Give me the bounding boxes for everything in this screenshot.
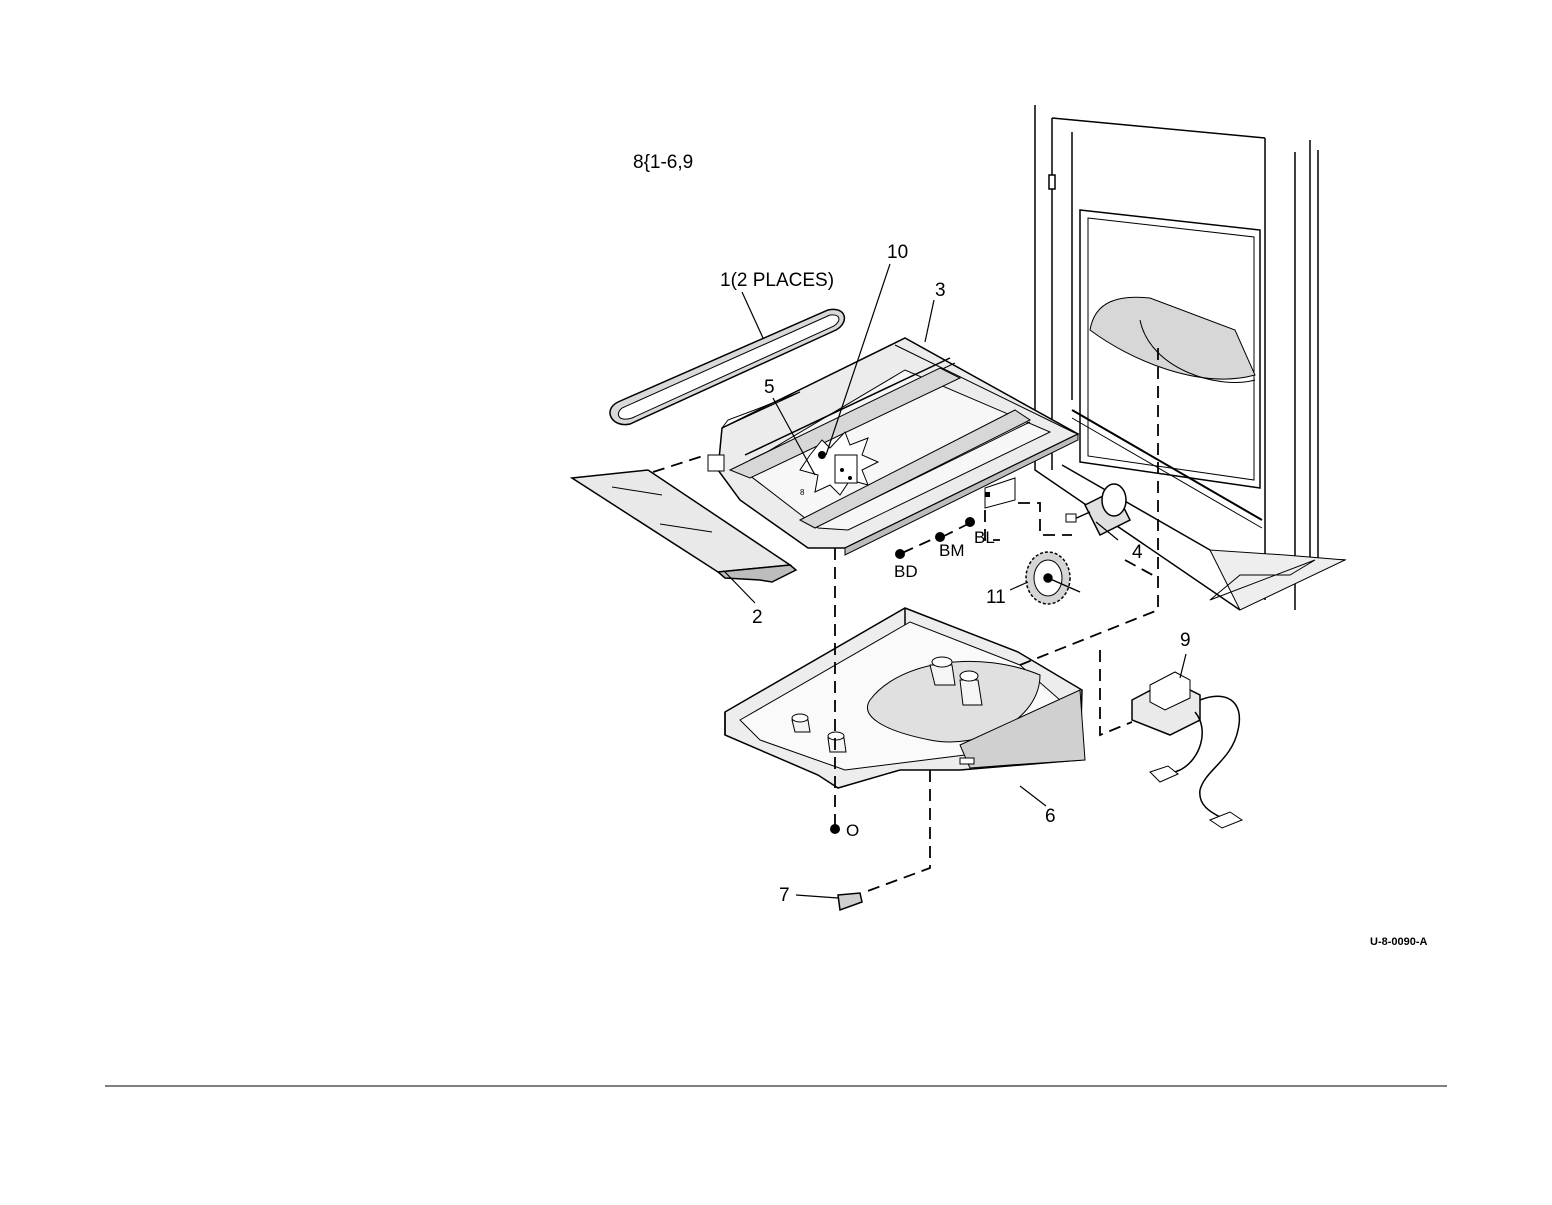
- connection-dot-bl: [965, 517, 975, 527]
- callout-5: 5: [764, 377, 775, 398]
- callout-10: 10: [887, 242, 908, 263]
- connection-label-o: O: [846, 821, 859, 840]
- header-note: 8{1-6,9: [633, 152, 693, 173]
- connection-dot-o: [830, 824, 840, 834]
- connection-label-bd: BD: [894, 562, 918, 581]
- motor-part-4: [1066, 484, 1130, 535]
- sensor-harness-part-9: [1132, 672, 1242, 828]
- small-mark-label: 8: [800, 488, 805, 497]
- machine-frame: [1035, 105, 1345, 610]
- figure-id: U-8-0090-A: [1370, 936, 1428, 948]
- callout-6: 6: [1045, 806, 1056, 827]
- gear-part-11: [1026, 552, 1080, 604]
- connection-label-bm: BM: [939, 541, 965, 560]
- base-tray-part-6: [725, 608, 1085, 788]
- callout-7: 7: [779, 885, 790, 906]
- callout-9: 9: [1180, 630, 1191, 651]
- callout-3: 3: [935, 280, 946, 301]
- screw-part-7: [838, 893, 862, 910]
- callout-2: 2: [752, 607, 763, 628]
- callout-4: 4: [1132, 542, 1143, 563]
- connection-dot-bd: [895, 549, 905, 559]
- transport-assembly-part-3: [708, 338, 1078, 555]
- callout-1: 1(2 PLACES): [720, 270, 834, 291]
- connection-label-bl: BL: [974, 528, 995, 547]
- callout-11: 11: [986, 587, 1006, 608]
